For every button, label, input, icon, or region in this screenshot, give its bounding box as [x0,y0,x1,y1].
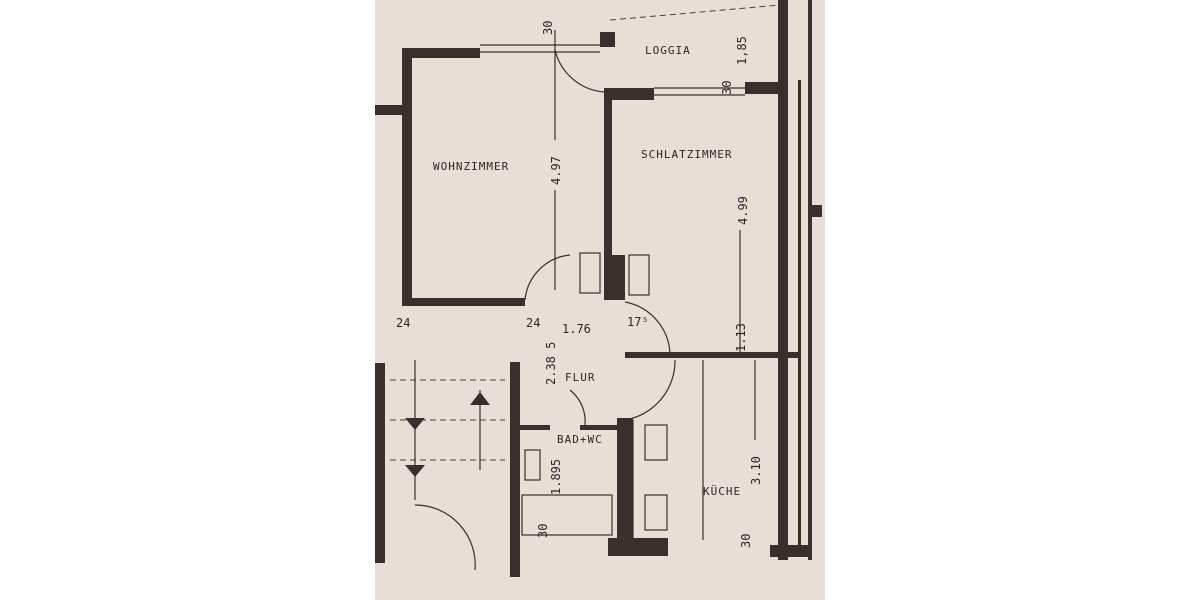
dim-schlaf-wall: 1.13 [734,323,748,352]
dim-bad-height: 1.895 [549,459,563,495]
room-schlafzimmer: SCHLATZIMMER [641,148,732,161]
dimension-labels: 4.97 4.99 1,85 30 30 1.76 24 24 17⁵ 2.38… [396,21,763,548]
walls [375,0,822,577]
dim-flur-width: 1.76 [562,322,591,336]
dim-flur-height: 2.38 5 [544,342,558,385]
dim-window-bad: 30 [536,524,550,538]
windows-and-fixtures [390,4,781,571]
floor-plan: LOGGIA WOHNZIMMER SCHLATZIMMER FLUR BAD+… [375,0,825,600]
room-bad: BAD+WC [557,433,603,446]
dim-schlaf-height: 4.99 [736,196,750,225]
dim-wall-flur: 24 [526,316,540,330]
room-kueche: KÜCHE [703,485,741,498]
room-wohnzimmer: WOHNZIMMER [433,160,509,173]
dim-window-top: 30 [541,21,555,35]
dim-kueche-height: 3.10 [749,456,763,485]
room-flur: FLUR [565,371,596,384]
dim-wall-stair: 24 [396,316,410,330]
dim-wohn-height: 4.97 [549,156,563,185]
dim-window-kueche: 30 [739,534,753,548]
dim-door-flur: 17⁵ [627,315,649,329]
dim-window-schlaf: 30 [720,81,734,95]
dim-loggia-depth: 1,85 [735,36,749,65]
room-loggia: LOGGIA [645,44,691,57]
room-labels: LOGGIA WOHNZIMMER SCHLATZIMMER FLUR BAD+… [433,44,741,498]
